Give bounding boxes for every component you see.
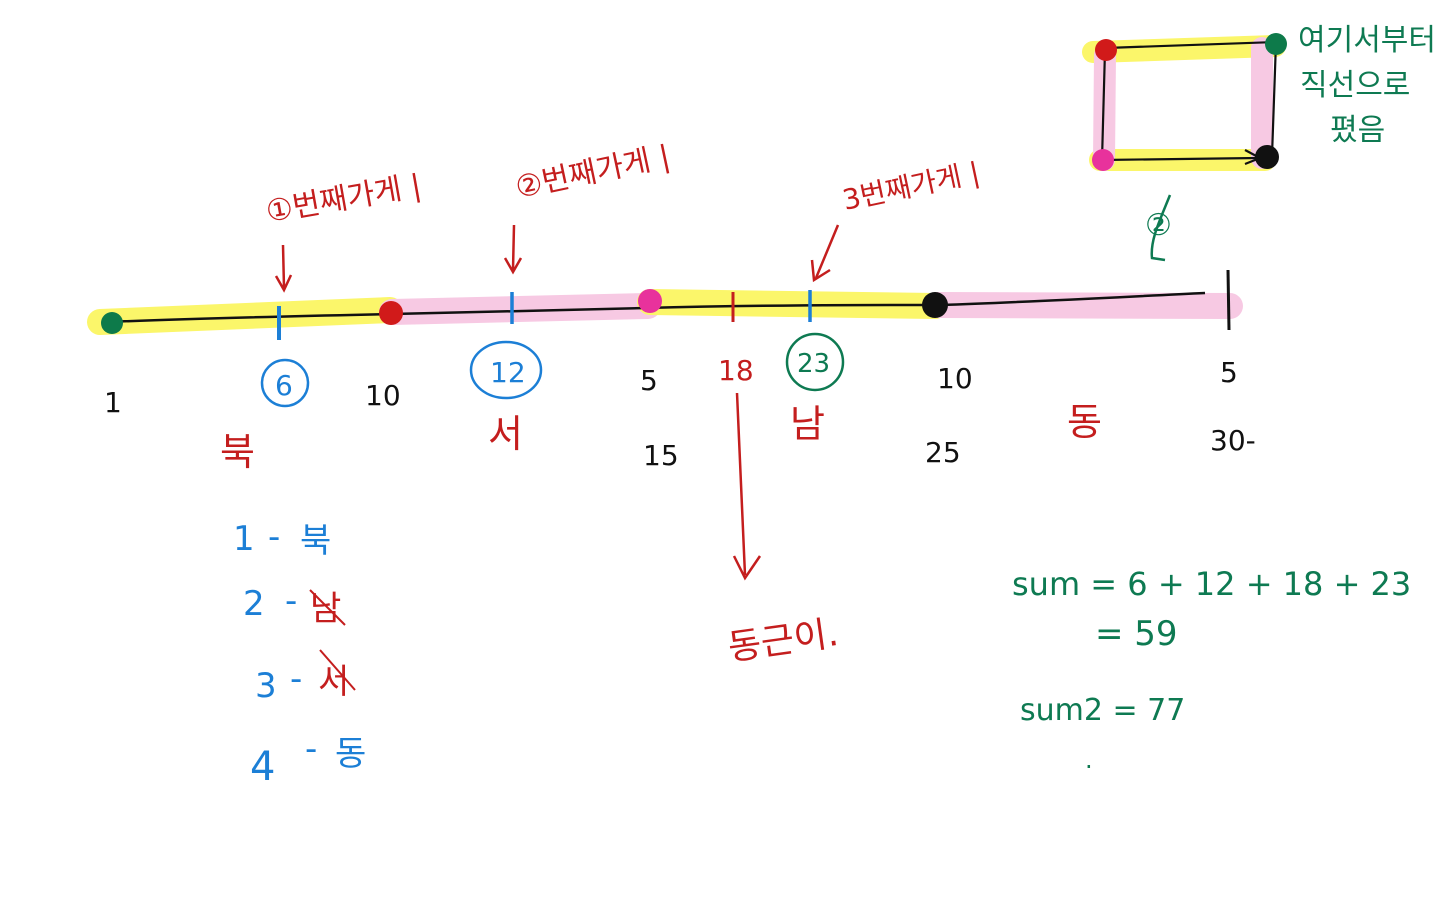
tick-label-6: 6: [275, 369, 293, 402]
store3-arrow: [810, 224, 840, 283]
tick-label-18: 18: [718, 354, 754, 387]
legend-text-2: 직선으로: [1300, 68, 1410, 103]
legend-box: [1082, 33, 1287, 171]
legend-yellow-top: [1082, 35, 1286, 63]
highlight-pink-segment-1: [379, 293, 661, 325]
number-line-highlights: [87, 289, 1243, 335]
store2-arrow: [503, 224, 523, 275]
store3-label: 3번째가게 |: [840, 156, 983, 217]
direction-east: 동: [1067, 400, 1102, 444]
tick-label-1: 1: [104, 386, 122, 419]
dongpin-note: 동근이.: [726, 613, 841, 669]
dot-corner-pink: [638, 289, 662, 313]
tick-label-15: 15: [643, 439, 679, 472]
sum-line-3: sum2 = 77: [1020, 693, 1185, 728]
mapping-num-2: 2: [243, 584, 265, 624]
legend-arrow-symbol: ②: [1145, 208, 1172, 243]
mapping-num-3: 3: [255, 666, 277, 706]
direction-west: 서: [488, 412, 523, 456]
legend-down-arrow: [1150, 194, 1172, 262]
mapping-dash-1: -: [268, 517, 280, 557]
store1-label: ①번째가게 |: [263, 168, 424, 230]
legend-text-3: 폈음: [1330, 113, 1385, 148]
direction-north: 북: [220, 430, 255, 474]
sum-line-1: sum = 6 + 12 + 18 + 23: [1012, 565, 1411, 603]
number-line-end-mark: [1226, 269, 1231, 331]
sum-line-2: = 59: [1095, 614, 1178, 654]
legend-dot-red: [1095, 39, 1117, 61]
mapping-list: 1 - 북 2 - 남 3 - 서 4 - 동: [233, 517, 366, 790]
mapping-dash-3: -: [290, 659, 302, 699]
tick-label-30: 30-: [1210, 424, 1256, 457]
sum-dot: .: [1085, 746, 1093, 774]
legend-dot-green: [1265, 33, 1287, 55]
store2-label: ②번째가게 |: [512, 139, 673, 206]
mapping-dir-3: 서: [318, 662, 349, 702]
mapping-dash-4: -: [305, 729, 317, 769]
highlight-pink-segment-2: [925, 292, 1243, 319]
mapping-dash-2: -: [285, 581, 297, 621]
mapping-dir-4: 동: [335, 734, 366, 774]
tick-label-5a: 5: [640, 364, 658, 397]
dot-corner-red: [379, 301, 403, 325]
legend-dot-black: [1255, 145, 1279, 169]
circle-23: [785, 332, 845, 392]
tick-label-5b: 5: [1220, 356, 1238, 389]
strike-south: [309, 589, 346, 626]
dot-start-green: [101, 312, 123, 334]
direction-south: 남: [790, 402, 825, 446]
circle-12: [469, 340, 543, 400]
mapping-dir-2: 남: [310, 589, 341, 629]
tick-label-23: 23: [797, 349, 830, 379]
dot-corner-black: [922, 292, 948, 318]
strike-west: [319, 649, 356, 691]
mapping-dir-1: 북: [300, 521, 331, 561]
tick-label-10a: 10: [365, 379, 401, 412]
legend-dot-pink: [1092, 149, 1114, 171]
store1-arrow: [274, 244, 293, 293]
mapping-num-4: 4: [250, 744, 275, 790]
circle-6: [260, 358, 310, 408]
mapping-num-1: 1: [233, 519, 255, 559]
store-arrows: [274, 224, 840, 293]
arrow-18-down: [732, 392, 762, 581]
tick-label-12: 12: [490, 356, 526, 389]
tick-label-10b: 10: [937, 362, 973, 395]
tick-label-25: 25: [925, 436, 961, 469]
legend-text-1: 여기서부터: [1298, 23, 1436, 58]
